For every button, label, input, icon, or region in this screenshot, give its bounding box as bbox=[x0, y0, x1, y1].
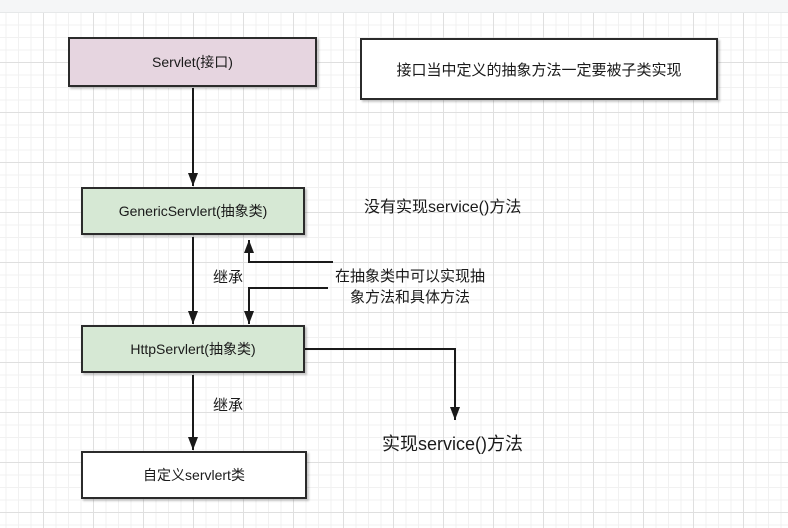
app-chrome-strip bbox=[0, 0, 788, 13]
node-interface-note[interactable]: 接口当中定义的抽象方法一定要被子类实现 bbox=[360, 38, 718, 100]
node-generic-servlet-label: GenericServlert(抽象类) bbox=[118, 203, 268, 219]
label-service-impl[interactable]: 实现service()方法 bbox=[382, 434, 524, 454]
node-servlet-interface[interactable]: Servlet(接口) bbox=[68, 37, 317, 87]
node-servlet-interface-label: Servlet(接口) bbox=[152, 54, 233, 70]
node-interface-note-label: 接口当中定义的抽象方法一定要被子类实现 bbox=[396, 61, 682, 79]
label-inherit-bottom[interactable]: 继承 bbox=[213, 397, 244, 414]
node-generic-servlet[interactable]: GenericServlert(抽象类) bbox=[81, 187, 305, 235]
node-custom-servlet-label: 自定义servlert类 bbox=[143, 467, 245, 483]
node-http-servlet[interactable]: HttpServlert(抽象类) bbox=[81, 325, 305, 373]
connector-http-to-service-impl[interactable] bbox=[305, 348, 460, 420]
node-http-servlet-label: HttpServlert(抽象类) bbox=[130, 341, 256, 357]
label-abstract-note[interactable]: 在抽象类中可以实现抽象方法和具体方法 bbox=[334, 268, 485, 306]
label-inherit-top[interactable]: 继承 bbox=[213, 269, 244, 286]
label-no-service-impl[interactable]: 没有实现service()方法 bbox=[364, 199, 522, 216]
connector-note-to-generic[interactable] bbox=[244, 240, 333, 263]
connector-note-to-http[interactable] bbox=[244, 287, 328, 324]
node-custom-servlet[interactable]: 自定义servlert类 bbox=[81, 451, 307, 499]
